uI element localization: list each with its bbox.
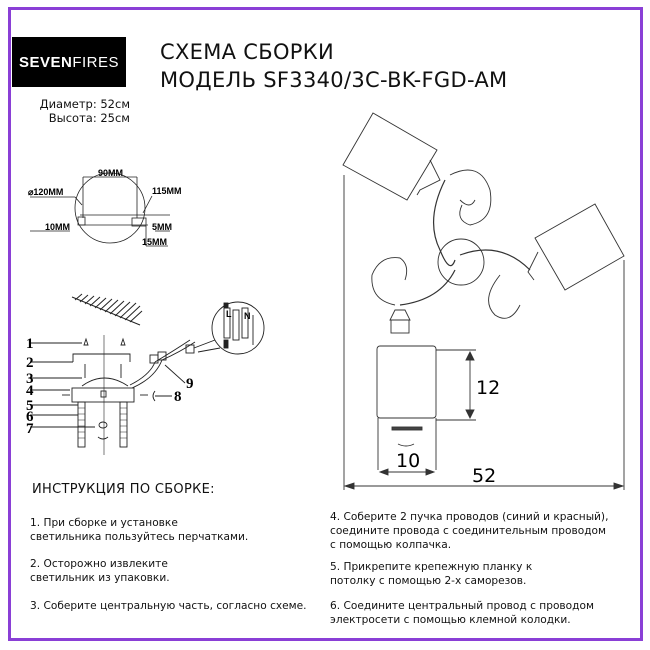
step-4-line-3: с помощью колпачка. [330,539,452,551]
spec-diameter: Диаметр: 52см [39,97,130,111]
logo-bold-text: SEVEN [18,53,73,71]
mount-slot-depth-label: 15MM [142,237,167,247]
logo-light-text: FIRES [72,53,120,71]
callout-1: 1 [26,336,34,352]
step-5-line-2: потолку с помощью 2-х саморезов. [330,575,527,587]
instruction-step-2: 2. Осторожно извлеките светильник из упа… [30,557,170,585]
instruction-step-3: 3. Соберите центральную часть, согласно … [30,599,307,613]
instruction-step-4: 4. Соберите 2 пучка проводов (синий и кр… [330,510,608,552]
callout-3: 3 [26,371,34,387]
callout-8: 8 [174,389,182,405]
callout-numbers: 1 2 3 4 5 6 7 8 9 [26,336,194,437]
mount-offset-label: 115MM [152,186,182,196]
terminal-live-label: L [226,309,232,319]
callout-9: 9 [186,376,194,392]
step-2-line-1: 2. Осторожно извлеките [30,558,168,570]
step-2-line-2: светильник из упаковки. [30,572,170,584]
step-3-line-1: 3. Соберите центральную часть, согласно … [30,600,307,612]
step-1-line-1: 1. При сборке и установке [30,517,178,529]
parts-assembly-diagram [30,293,265,455]
callout-5: 5 [26,398,34,414]
total-width-label: 52 [472,465,496,487]
mount-plate-diagram [30,172,170,247]
mount-slot-right-label: 5MM [152,222,172,232]
step-4-line-1: 4. Соберите 2 пучка проводов (синий и кр… [330,511,609,523]
title-line-2: МОДЕЛЬ SF3340/3C-BK-FGD-AM [160,68,508,92]
page-frame [8,7,643,641]
step-5-line-1: 5. Прикрепите крепежную планку к [330,561,533,573]
step-6-line-1: 6. Соедините центральный провод с провод… [330,600,594,612]
instruction-step-1: 1. При сборке и установке светильника по… [30,516,248,544]
step-1-line-2: светильника пользуйтесь перчатками. [30,531,249,543]
spec-height: Высота: 25см [48,111,130,125]
product-diagram [342,112,625,490]
shade-height-label: 12 [476,377,500,399]
page-title: СХЕМА СБОРКИ МОДЕЛЬ SF3340/3C-BK-FGD-AM [160,38,507,94]
mount-slot-left-label: 10MM [45,222,70,232]
title-line-1: СХЕМА СБОРКИ [160,40,334,64]
shade-width-label: 10 [396,450,420,472]
instructions-heading: ИНСТРУКЦИЯ ПО СБОРКЕ: [32,482,215,497]
callout-2: 2 [26,355,34,371]
instruction-step-5: 5. Прикрепите крепежную планку к потолку… [330,560,532,588]
step-6-line-2: электросети с помощью клемной колодки. [330,614,571,626]
callout-4: 4 [26,383,34,399]
step-4-line-2: соедините провода с соединительным прово… [330,525,606,537]
callout-7: 7 [26,421,34,437]
callout-6: 6 [26,409,34,425]
terminal-neutral-label: N [244,311,251,321]
mount-span-label: 90MM [98,168,123,178]
instruction-step-6: 6. Соедините центральный провод с провод… [330,599,594,627]
mount-diameter-label: ⌀120MM [28,187,63,197]
specs-block: Диаметр: 52см Высота: 25см [12,97,130,125]
